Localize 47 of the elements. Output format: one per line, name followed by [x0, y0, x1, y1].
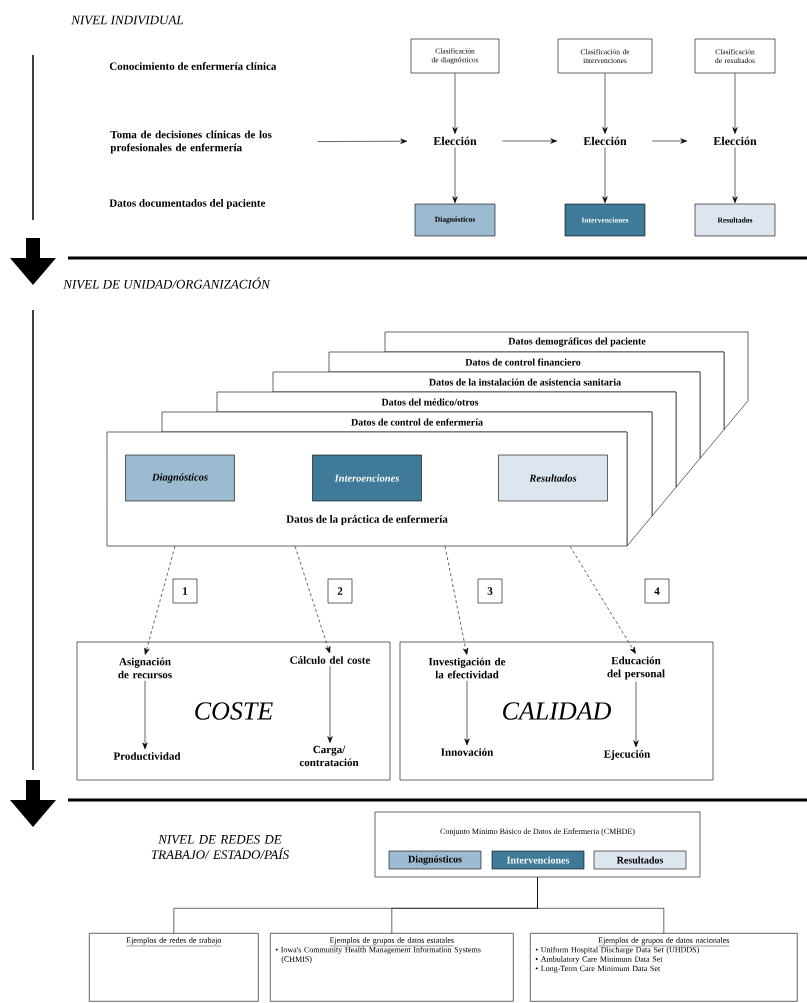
- examples-box: Ejemplos de redes de trabajo: [89, 933, 259, 1002]
- examples-box: Ejemplos de grupos de datos estatales • Iowa's Community Health Management Information Systems (CHMIS): [270, 933, 514, 1002]
- choice-label: Elección: [713, 136, 757, 146]
- section-heading: NIVEL DE REDES DE TRABAJO/ ESTADO/PAÍS: [151, 835, 289, 859]
- item-label: Educación del personal: [607, 656, 665, 680]
- data-box: Interoenciones: [312, 454, 422, 502]
- item-label: Carga/ contratación: [299, 745, 359, 767]
- number-box: 1: [172, 578, 198, 604]
- row-label: Datos documentados del paciente: [109, 199, 266, 209]
- section-heading: NIVEL INDIVIDUAL: [71, 15, 183, 25]
- item-label: Innovación: [441, 748, 494, 756]
- arrow: [464, 680, 470, 746]
- arrow: [569, 546, 636, 654]
- data-box: Resultados: [593, 850, 687, 870]
- choice-label: Elección: [583, 136, 627, 146]
- number-box: 3: [477, 578, 503, 604]
- arrow: [327, 665, 333, 743]
- arrow: [732, 147, 738, 204]
- arrow: [142, 680, 148, 750]
- arrow: [732, 73, 738, 134]
- examples-box: Ejemplos de grupos de datos nacionales • Uniform Hospital Discharge Data Set (UHDDS) • Ambulatory Care Minimum Data Set • Long-Term Care Minimum Data Set: [530, 933, 798, 1002]
- item-label: Productividad: [113, 752, 181, 760]
- arrow: [452, 147, 458, 204]
- row-label: Conocimiento de enfermería clínica: [109, 62, 277, 70]
- arrow: [452, 73, 458, 134]
- item-label: Investigación de la efectividad: [428, 657, 506, 679]
- section-heading: NIVEL DE UNIDAD/ORGANIZACIÓN: [63, 277, 271, 289]
- item-label: Cálculo del coste: [290, 656, 371, 664]
- arrow: [602, 147, 608, 204]
- item-label: Ejecución: [603, 750, 651, 760]
- number-box: 2: [327, 578, 353, 604]
- arrow: [317, 138, 408, 144]
- data-box: Diagnósticos: [125, 454, 235, 502]
- item-label: Asignación de recursos: [118, 657, 172, 679]
- arrow: [652, 138, 688, 144]
- data-box: Intervenciones: [491, 850, 585, 870]
- choice-label: Elección: [433, 136, 477, 146]
- arrow: [633, 681, 639, 748]
- arrow: [144, 546, 176, 655]
- row-label: Toma de decisiones clínicas de los profesionales de enfermería: [110, 130, 272, 154]
- data-box: Diagnósticos: [388, 850, 482, 870]
- number-box: 4: [644, 578, 670, 604]
- arrow: [294, 546, 331, 654]
- arrow: [602, 73, 608, 134]
- arrow: [502, 138, 558, 144]
- data-box: Resultados: [498, 454, 608, 502]
- arrow: [444, 546, 469, 655]
